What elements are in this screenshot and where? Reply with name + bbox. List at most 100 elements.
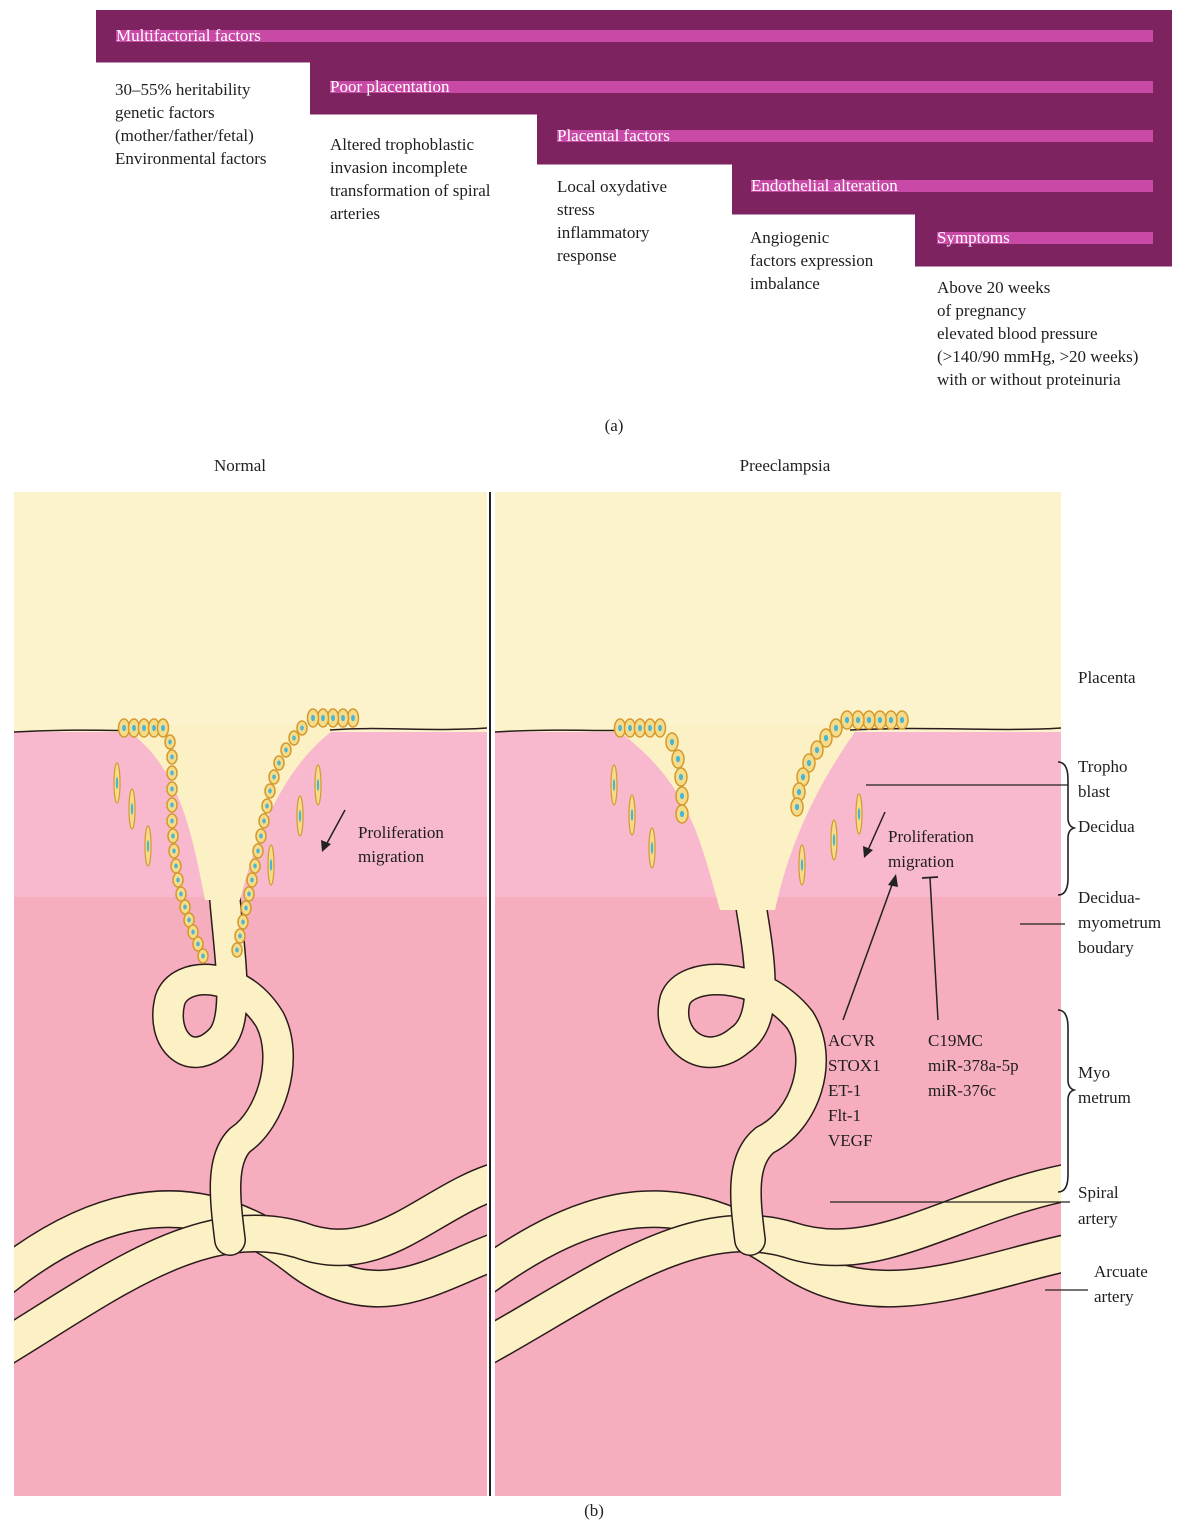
trophoblast-cell — [885, 711, 897, 729]
stair-highlight-2 — [330, 81, 1153, 93]
trophoblast-cell — [874, 711, 886, 729]
caption-b: (b) — [569, 1501, 619, 1521]
migrating-trophoblast — [611, 765, 617, 805]
pe-migration-text: migration — [888, 852, 955, 871]
trophoblast-cell — [896, 711, 908, 729]
migrating-trophoblast — [297, 796, 303, 836]
migrating-trophoblast — [315, 765, 321, 805]
step-label-symptoms: Symptoms — [937, 228, 1010, 248]
trophoblast-cell — [675, 768, 687, 786]
trophoblast-cell — [791, 798, 803, 816]
label-decidua: Decidua — [1078, 817, 1135, 836]
trophoblast-cell — [852, 711, 864, 729]
trophoblast-cell — [672, 750, 684, 768]
promoter-et-1: ET-1 — [828, 1081, 861, 1100]
placenta-layer — [495, 492, 1061, 732]
trophoblast-cell — [281, 743, 291, 757]
label-metrum: metrum — [1078, 1088, 1131, 1107]
placenta-diagram: Proliferation migration Proliferation mi… — [0, 480, 1188, 1531]
promoter-stox1: STOX1 — [828, 1056, 881, 1075]
trophoblast-cell — [171, 859, 181, 873]
step-desc-multifactorial: 30–55% heritability genetic factors (mot… — [115, 78, 267, 170]
label-boundary-2: myometrum — [1078, 913, 1161, 932]
migrating-trophoblast — [856, 794, 862, 834]
trophoblast-cell — [308, 709, 319, 727]
migrating-trophoblast — [114, 763, 120, 803]
label-boundary-1: Decidua- — [1078, 888, 1141, 907]
step-desc-endothelial-alteration: Angiogenic factors expression imbalance — [750, 226, 873, 295]
label-placenta: Placenta — [1078, 668, 1136, 687]
migrating-trophoblast — [145, 826, 151, 866]
trophoblast-cell — [176, 887, 186, 901]
step-desc-symptoms: Above 20 weeks of pregnancy elevated blo… — [937, 276, 1138, 391]
trophoblast-cell — [168, 829, 178, 843]
migrating-trophoblast — [799, 845, 805, 885]
step-label-poor-placentation: Poor placentation — [330, 77, 449, 97]
label-boundary-3: boudary — [1078, 938, 1134, 957]
trophoblast-cell — [250, 859, 260, 873]
normal-proliferation-text: Proliferation — [358, 823, 444, 842]
trophoblast-cell — [259, 814, 269, 828]
trophoblast-cell — [297, 721, 307, 735]
trophoblast-cell — [269, 770, 279, 784]
step-desc-placental-factors: Local oxydative stress inflammatory resp… — [557, 175, 667, 267]
pe-proliferation-text: Proliferation — [888, 827, 974, 846]
trophoblast-cell — [165, 735, 175, 749]
trophoblast-cell — [180, 900, 190, 914]
label-arcuate-artery: artery — [1094, 1287, 1134, 1306]
trophoblast-cell — [289, 731, 299, 745]
step-label-placental-factors: Placental factors — [557, 126, 670, 146]
promoter-flt-1: Flt-1 — [828, 1106, 861, 1125]
trophoblast-cell — [198, 949, 208, 963]
label-tropho: Tropho — [1078, 757, 1127, 776]
promoter-vegf: VEGF — [828, 1131, 872, 1150]
trophoblast-cell — [167, 750, 177, 764]
title-normal: Normal — [190, 456, 290, 476]
normal-migration-text: migration — [358, 847, 425, 866]
trophoblast-cell — [256, 829, 266, 843]
trophoblast-cell — [167, 798, 177, 812]
trophoblast-cell — [173, 873, 183, 887]
preeclampsia-panel — [480, 492, 1080, 1497]
trophoblast-cell — [666, 733, 678, 751]
migrating-trophoblast — [129, 789, 135, 829]
migrating-trophoblast — [831, 820, 837, 860]
trophoblast-cell — [247, 873, 257, 887]
trophoblast-cell — [274, 756, 284, 770]
migrating-trophoblast — [268, 845, 274, 885]
trophoblast-cell — [265, 784, 275, 798]
caption-a: (a) — [589, 416, 639, 436]
title-preeclampsia: Preeclampsia — [715, 456, 855, 476]
label-blast: blast — [1078, 782, 1110, 801]
migrating-trophoblast — [629, 795, 635, 835]
step-label-endothelial-alteration: Endothelial alteration — [751, 176, 898, 196]
trophoblast-cell — [169, 844, 179, 858]
inhibitor-mir-376c: miR-376c — [928, 1081, 996, 1100]
step-label-multifactorial: Multifactorial factors — [116, 26, 261, 46]
label-myo: Myo — [1078, 1063, 1110, 1082]
normal-panel — [0, 492, 500, 1497]
trophoblast-cell — [167, 814, 177, 828]
trophoblast-cell — [241, 901, 251, 915]
trophoblast-cell — [841, 711, 853, 729]
label-spiral: Spiral — [1078, 1183, 1119, 1202]
trophoblast-cell — [167, 766, 177, 780]
trophoblast-cell — [676, 805, 688, 823]
trophoblast-cell — [253, 844, 263, 858]
inhibitor-c19mc: C19MC — [928, 1031, 983, 1050]
trophoblast-cell — [244, 887, 254, 901]
inhibitor-mir-378a-5p: miR-378a-5p — [928, 1056, 1019, 1075]
step-desc-poor-placentation: Altered trophoblastic invasion incomplet… — [330, 133, 491, 225]
promoter-acvr: ACVR — [828, 1031, 876, 1050]
trophoblast-cell — [676, 787, 688, 805]
trophoblast-cell — [167, 782, 177, 796]
trophoblast-cell — [232, 943, 242, 957]
label-spiral-artery: artery — [1078, 1209, 1118, 1228]
trophoblast-cell — [238, 915, 248, 929]
trophoblast-cell — [158, 719, 169, 737]
trophoblast-cell — [262, 799, 272, 813]
migrating-trophoblast — [649, 828, 655, 868]
label-arcuate: Arcuate — [1094, 1262, 1148, 1281]
stair-highlight-1 — [116, 30, 1153, 42]
trophoblast-cell — [863, 711, 875, 729]
